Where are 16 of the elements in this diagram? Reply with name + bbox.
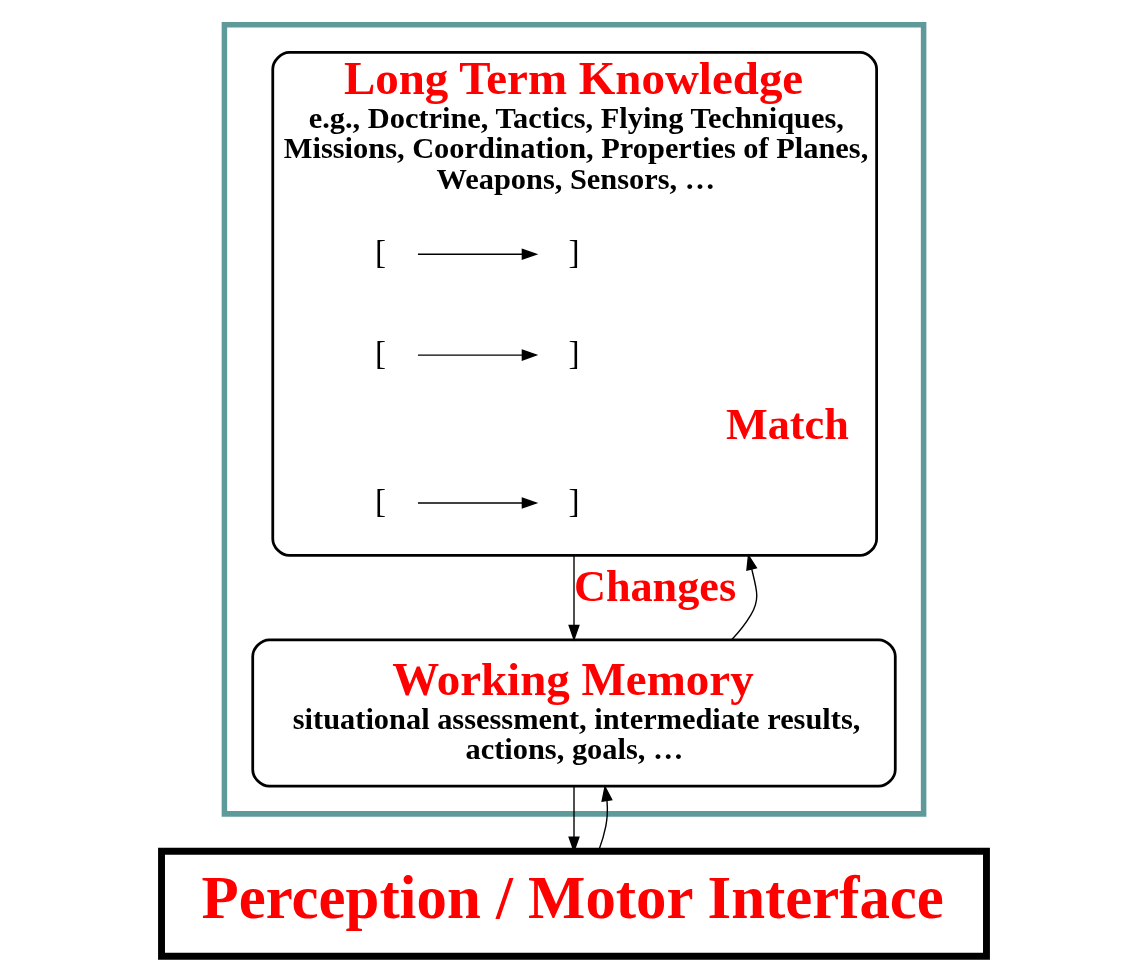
node-text: ] — [568, 481, 580, 519]
node-text: [ — [375, 481, 387, 519]
arrow — [730, 553, 758, 641]
arrow — [417, 248, 539, 261]
node-text: [ — [375, 232, 387, 270]
arrow — [417, 497, 539, 509]
edge-label: Changes — [574, 561, 737, 611]
arrow — [417, 349, 539, 361]
arrow — [568, 554, 580, 642]
node-box: Perception / Motor Interface — [158, 847, 990, 960]
node-box: Working Memory situational assessment, intermediate results, actions, goals, … — [251, 638, 897, 788]
edge-label: Match — [726, 399, 849, 449]
node-text: [ — [375, 333, 387, 371]
node-text: ] — [568, 232, 580, 270]
node-text: ] — [568, 333, 580, 371]
cluster — [221, 22, 927, 817]
